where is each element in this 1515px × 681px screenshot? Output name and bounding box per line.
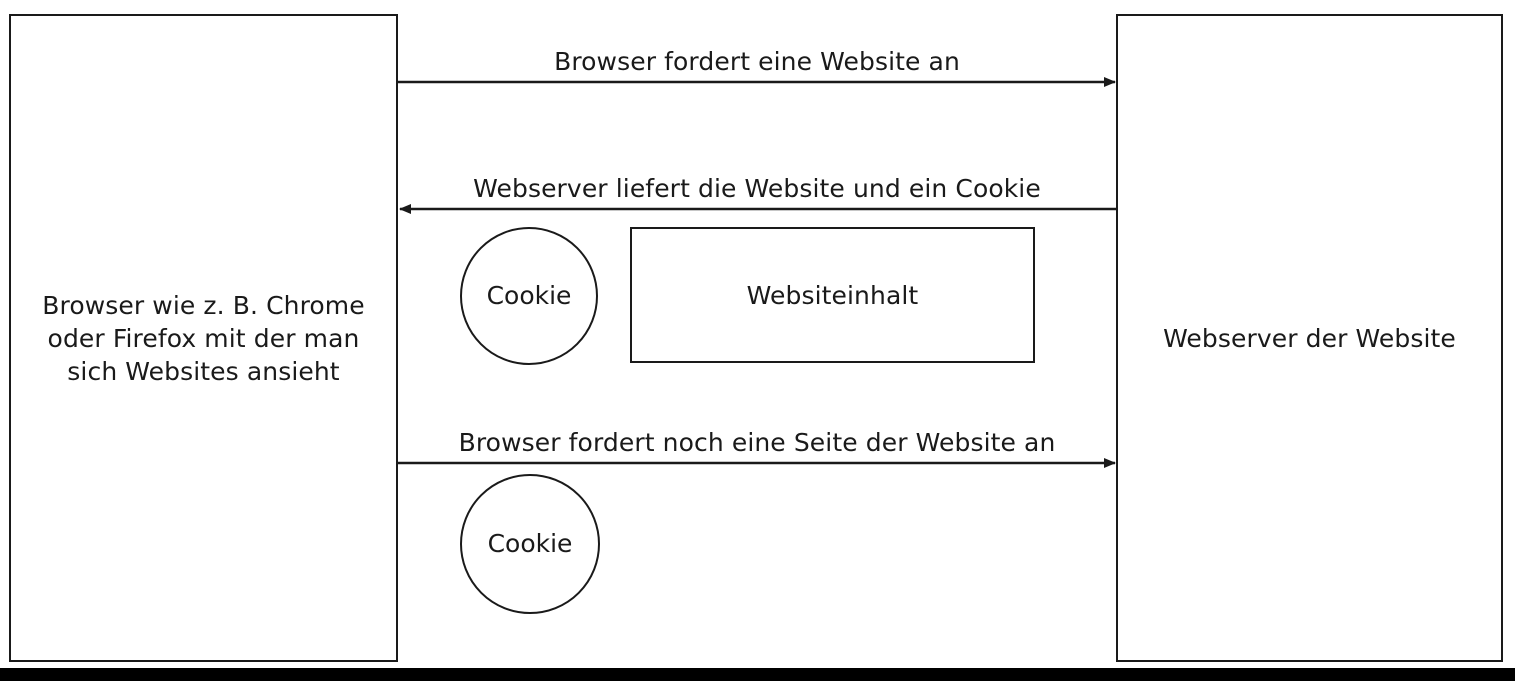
node-cookie-first[interactable]: Cookie — [460, 227, 598, 365]
node-website-content[interactable]: Websiteinhalt — [630, 227, 1035, 363]
node-cookie-first-label: Cookie — [486, 281, 572, 310]
node-cookie-second-label: Cookie — [487, 529, 573, 558]
node-browser-label: Browser wie z. B. Chrome oder Firefox mi… — [42, 290, 365, 386]
edge-label-response-1: Webserver liefert die Website und ein Co… — [473, 174, 1041, 203]
bottom-bar — [0, 668, 1515, 681]
node-webserver-label: Webserver der Website — [1163, 323, 1456, 353]
node-cookie-second[interactable]: Cookie — [460, 474, 600, 614]
node-webserver[interactable]: Webserver der Website — [1116, 14, 1503, 662]
node-website-content-label: Websiteinhalt — [746, 280, 919, 310]
edge-label-request-1: Browser fordert eine Website an — [554, 47, 960, 76]
node-browser[interactable]: Browser wie z. B. Chrome oder Firefox mi… — [9, 14, 398, 662]
edge-label-request-2: Browser fordert noch eine Seite der Webs… — [458, 428, 1056, 457]
